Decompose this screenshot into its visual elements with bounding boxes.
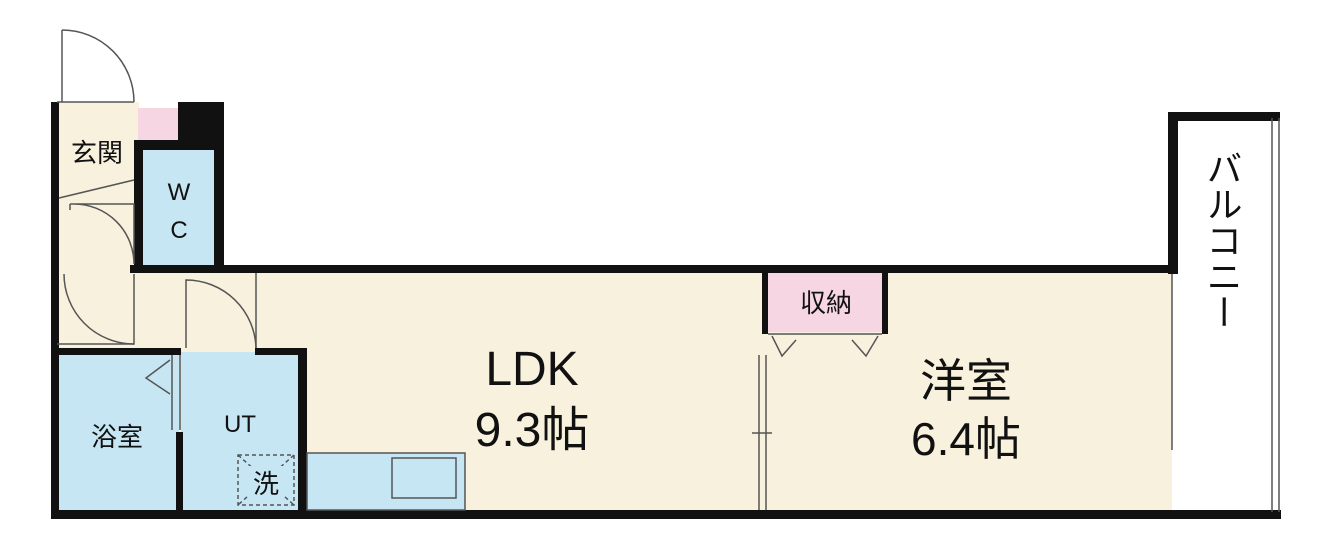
wall-balcony-left xyxy=(1168,112,1178,274)
balcony-floor xyxy=(1172,118,1276,516)
wall-left-upper xyxy=(51,102,59,274)
wall-ut-right xyxy=(298,348,307,516)
ldk-size: 9.3帖 xyxy=(475,404,590,457)
wall-left-lower xyxy=(51,270,59,518)
balcony-label: バルコニー xyxy=(1202,150,1243,330)
wall-bath-ut-divider xyxy=(176,432,183,516)
shoe-box xyxy=(138,108,178,144)
wall-top-ldk xyxy=(130,265,1175,273)
kitchen-sink xyxy=(391,457,457,499)
wc-label-w: W xyxy=(168,179,191,206)
wall-balcony-top xyxy=(1168,112,1280,121)
bath-floor xyxy=(57,352,179,516)
ut-label: UT xyxy=(224,411,256,438)
wc-door-swing xyxy=(70,203,135,265)
wc-label-c: C xyxy=(170,217,187,244)
entrance-floor xyxy=(57,102,139,268)
bath-label: 浴室 xyxy=(91,422,143,452)
wall-block-top xyxy=(178,102,224,150)
entrance-label: 玄関 xyxy=(71,138,123,168)
wall-wc-left xyxy=(134,142,143,272)
western-room-name: 洋室 xyxy=(920,355,1012,407)
ldk-name: LDK xyxy=(485,343,578,396)
wall-wc-right xyxy=(214,102,224,272)
wall-bath-top xyxy=(57,348,181,355)
wall-storage-right xyxy=(882,268,888,334)
western-room-size: 6.4帖 xyxy=(911,413,1021,465)
wall-storage-left xyxy=(762,268,768,334)
storage-label: 収納 xyxy=(800,288,852,318)
wall-bottom xyxy=(51,510,1281,519)
wc-floor xyxy=(141,150,217,266)
front-door-swing xyxy=(61,29,135,103)
storage-area xyxy=(766,272,886,332)
wall-ut-top xyxy=(255,348,307,355)
washer-label: 洗 xyxy=(253,469,279,499)
